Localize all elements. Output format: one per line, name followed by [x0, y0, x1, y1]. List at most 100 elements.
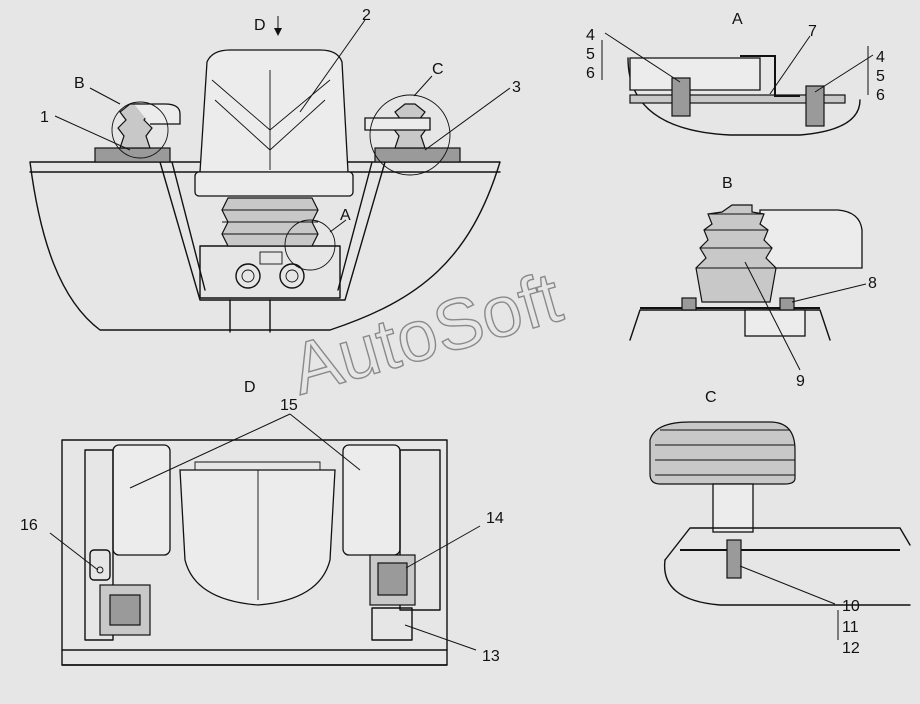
fitting-left-inner [241, 269, 255, 283]
seat-stitching [211, 70, 331, 170]
detail-c-knob [649, 421, 796, 485]
detail-a-outline [627, 57, 861, 136]
view-d [49, 413, 481, 666]
view-labels: A A B B C C D D [74, 11, 743, 406]
detail-b-boot [695, 204, 777, 303]
console-tunnel [159, 161, 386, 301]
detail-c-bolt [726, 539, 742, 579]
leader-13 [404, 624, 477, 651]
view-label-c-main: C [432, 61, 444, 78]
label-4a: 4 [586, 27, 595, 44]
detail-b-mount [744, 309, 806, 337]
label-13: 13 [482, 648, 500, 665]
armrest-left [112, 444, 171, 556]
detail-b-bolt-left [681, 297, 697, 311]
leader-8 [791, 283, 867, 303]
detail-b-handle [759, 209, 863, 269]
cab-floor-shell [29, 161, 501, 331]
label-9: 9 [796, 373, 805, 390]
view-d-seat [179, 469, 336, 606]
label-5b: 5 [876, 68, 885, 85]
view-d-seat-detail [194, 461, 321, 600]
main-view [29, 16, 511, 333]
label-7: 7 [808, 23, 817, 40]
detail-b-folds [696, 213, 776, 269]
joystick-c-handle [364, 117, 431, 131]
detail-c-view [649, 421, 911, 640]
fitting-right-inner [285, 269, 299, 283]
view-label-c-detail: C [705, 389, 717, 406]
detail-a-view [601, 32, 874, 136]
seat-cushion [194, 171, 354, 197]
joystick-left-boot [109, 594, 141, 626]
label-3: 3 [512, 79, 521, 96]
detail-a-bracket [740, 55, 800, 97]
view-label-a-main: A [340, 207, 351, 224]
detail-a-circle [284, 219, 336, 271]
label-10: 10 [842, 598, 860, 615]
joystick-b-handle [134, 103, 181, 125]
valve-box [199, 245, 341, 299]
view-label-b-detail: B [722, 175, 733, 192]
label-1: 1 [40, 109, 49, 126]
label-12: 12 [842, 640, 860, 657]
pad-16 [89, 549, 111, 581]
leader-c [413, 75, 433, 97]
leader-3 [424, 87, 511, 151]
pad-16-hole [96, 566, 104, 574]
view-d-arrow-head [274, 28, 282, 36]
label-6a: 6 [586, 65, 595, 82]
joystick-right-linkage [371, 607, 413, 641]
detail-b-bolt-right [779, 297, 795, 311]
leader-a [329, 219, 347, 233]
joystick-right-boot [377, 562, 408, 596]
view-label-a-top: A [732, 11, 743, 28]
label-4b: 4 [876, 49, 885, 66]
leader-7 [769, 35, 811, 95]
leader-1 [54, 115, 131, 151]
leader-4a [604, 32, 681, 83]
fitting-left [235, 263, 261, 289]
detail-c-knob-hatch [655, 429, 795, 476]
label-15: 15 [280, 397, 298, 414]
leader-14 [405, 525, 481, 569]
leader-2 [299, 19, 366, 113]
view-label-d: D [244, 379, 256, 396]
label-5a: 5 [586, 46, 595, 63]
detail-c-circle [369, 94, 451, 176]
detail-b-view [629, 204, 867, 371]
detail-c-panel [664, 527, 911, 561]
tunnel-inner-right [337, 161, 373, 291]
fitting-right [279, 263, 305, 289]
view-label-b-main: B [74, 75, 85, 92]
bolt-left [671, 77, 691, 117]
leader-9 [744, 261, 801, 371]
leader-b [89, 87, 121, 105]
armrest-right [342, 444, 401, 556]
leader-4b [814, 54, 874, 93]
joystick-b-base [94, 147, 171, 163]
leader-15a [129, 413, 291, 489]
bolt-right [805, 85, 825, 127]
label-16: 16 [20, 517, 38, 534]
leader-15b [289, 413, 361, 471]
leader-10 [739, 565, 836, 605]
seat-back [199, 49, 349, 173]
detail-a-plate [629, 94, 846, 104]
label-11: 11 [842, 619, 859, 636]
panel-right [399, 449, 441, 611]
label-6b: 6 [876, 87, 885, 104]
label-2: 2 [362, 7, 371, 24]
view-label-d-arrow: D [254, 17, 266, 34]
leader-16 [49, 532, 99, 571]
detail-b-panel [629, 309, 831, 341]
joystick-left-top [99, 584, 151, 636]
label-14: 14 [486, 510, 504, 527]
detail-c-lower [663, 559, 911, 606]
detail-c-stem [712, 483, 754, 533]
watermark: AutoSoft [282, 257, 570, 410]
number-labels: 1 2 3 4 5 6 4 5 6 7 8 9 10 11 12 13 14 1… [20, 7, 885, 665]
detail-a-housing [629, 57, 761, 91]
